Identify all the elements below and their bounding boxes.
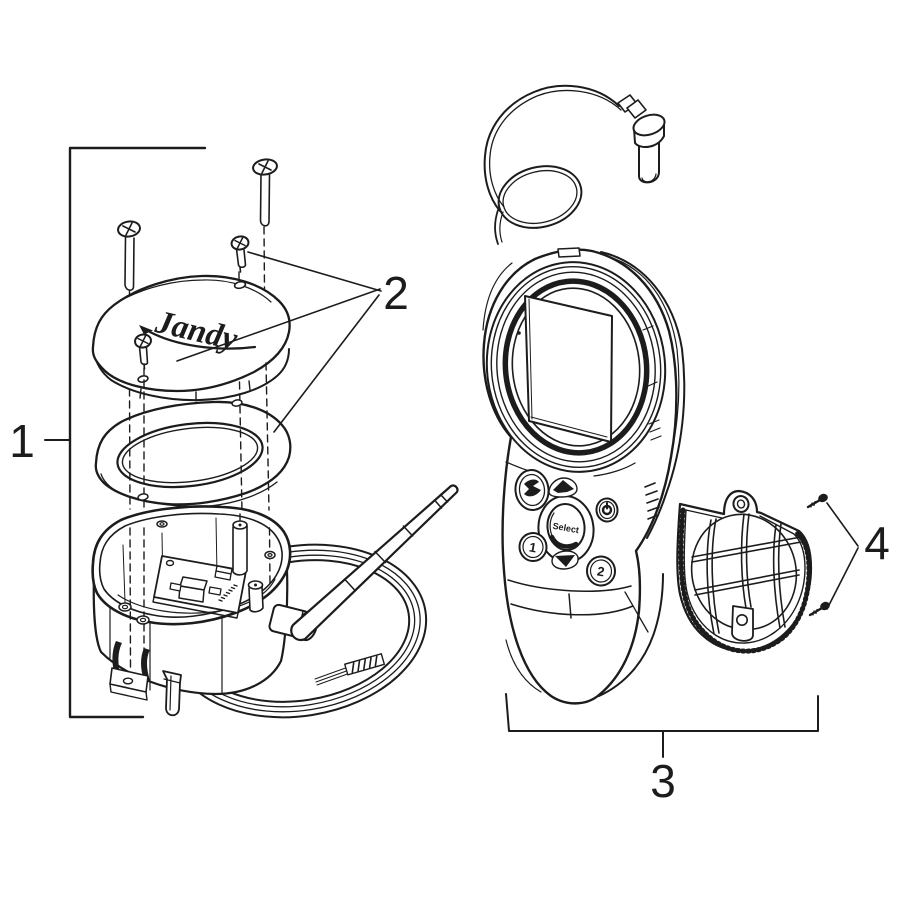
select-button-label: Select [552, 521, 580, 535]
antenna [290, 484, 459, 642]
hanging-pin [162, 670, 182, 717]
back-button [514, 469, 550, 511]
back-icon [524, 479, 541, 497]
part4-callout-label: 4 [864, 517, 890, 569]
handle-seams [507, 579, 649, 633]
remote-display [485, 261, 667, 473]
select-button: Select [546, 503, 586, 551]
cover-lid: Jandy [91, 274, 291, 402]
part4-callout: 4 [826, 502, 890, 610]
button-two: 2 [585, 555, 617, 587]
mounting-latch [109, 641, 150, 701]
standoff-posts [232, 520, 264, 613]
up-arrow-button [548, 477, 578, 498]
logo-swash [139, 325, 153, 335]
circuit-board [152, 555, 247, 619]
down-arrow-button [551, 550, 579, 570]
bottom-tab [731, 605, 754, 642]
power-button [595, 497, 619, 523]
part3-assembly: Select 1 2 [482, 84, 819, 807]
part3-callout: 3 [505, 693, 819, 807]
tab-hole [732, 495, 750, 513]
battery-cover [676, 489, 813, 654]
grille-opening [690, 513, 798, 631]
screw-short-right [230, 235, 250, 273]
screw-short-left [134, 333, 152, 370]
remote-buttons: Select 1 2 [514, 469, 619, 587]
remote-cable-coil [483, 84, 622, 245]
lcd-screen [524, 295, 613, 443]
part1-callout-label: 1 [9, 415, 35, 467]
knurl-ticks [678, 507, 812, 654]
button-one-label: 1 [528, 539, 538, 555]
part4-assembly: 4 [676, 489, 890, 654]
screw-long-right [252, 158, 278, 227]
grille-grid [691, 513, 802, 635]
cable-plug [617, 94, 666, 184]
cable-end [314, 653, 386, 686]
cover-screw-top [806, 493, 828, 509]
part2-callout-label: 2 [383, 267, 409, 319]
button-one: 1 [518, 532, 548, 562]
screw-long-left [117, 220, 141, 291]
part3-callout-label: 3 [650, 755, 676, 807]
grip-ridges [644, 482, 660, 520]
rim-bosses [118, 520, 276, 625]
part1-assembly: 1 [9, 146, 459, 719]
part2-callout: 2 [176, 251, 409, 433]
button-two-label: 2 [596, 563, 606, 579]
gasket [94, 399, 292, 508]
part1-bracket [44, 146, 207, 719]
